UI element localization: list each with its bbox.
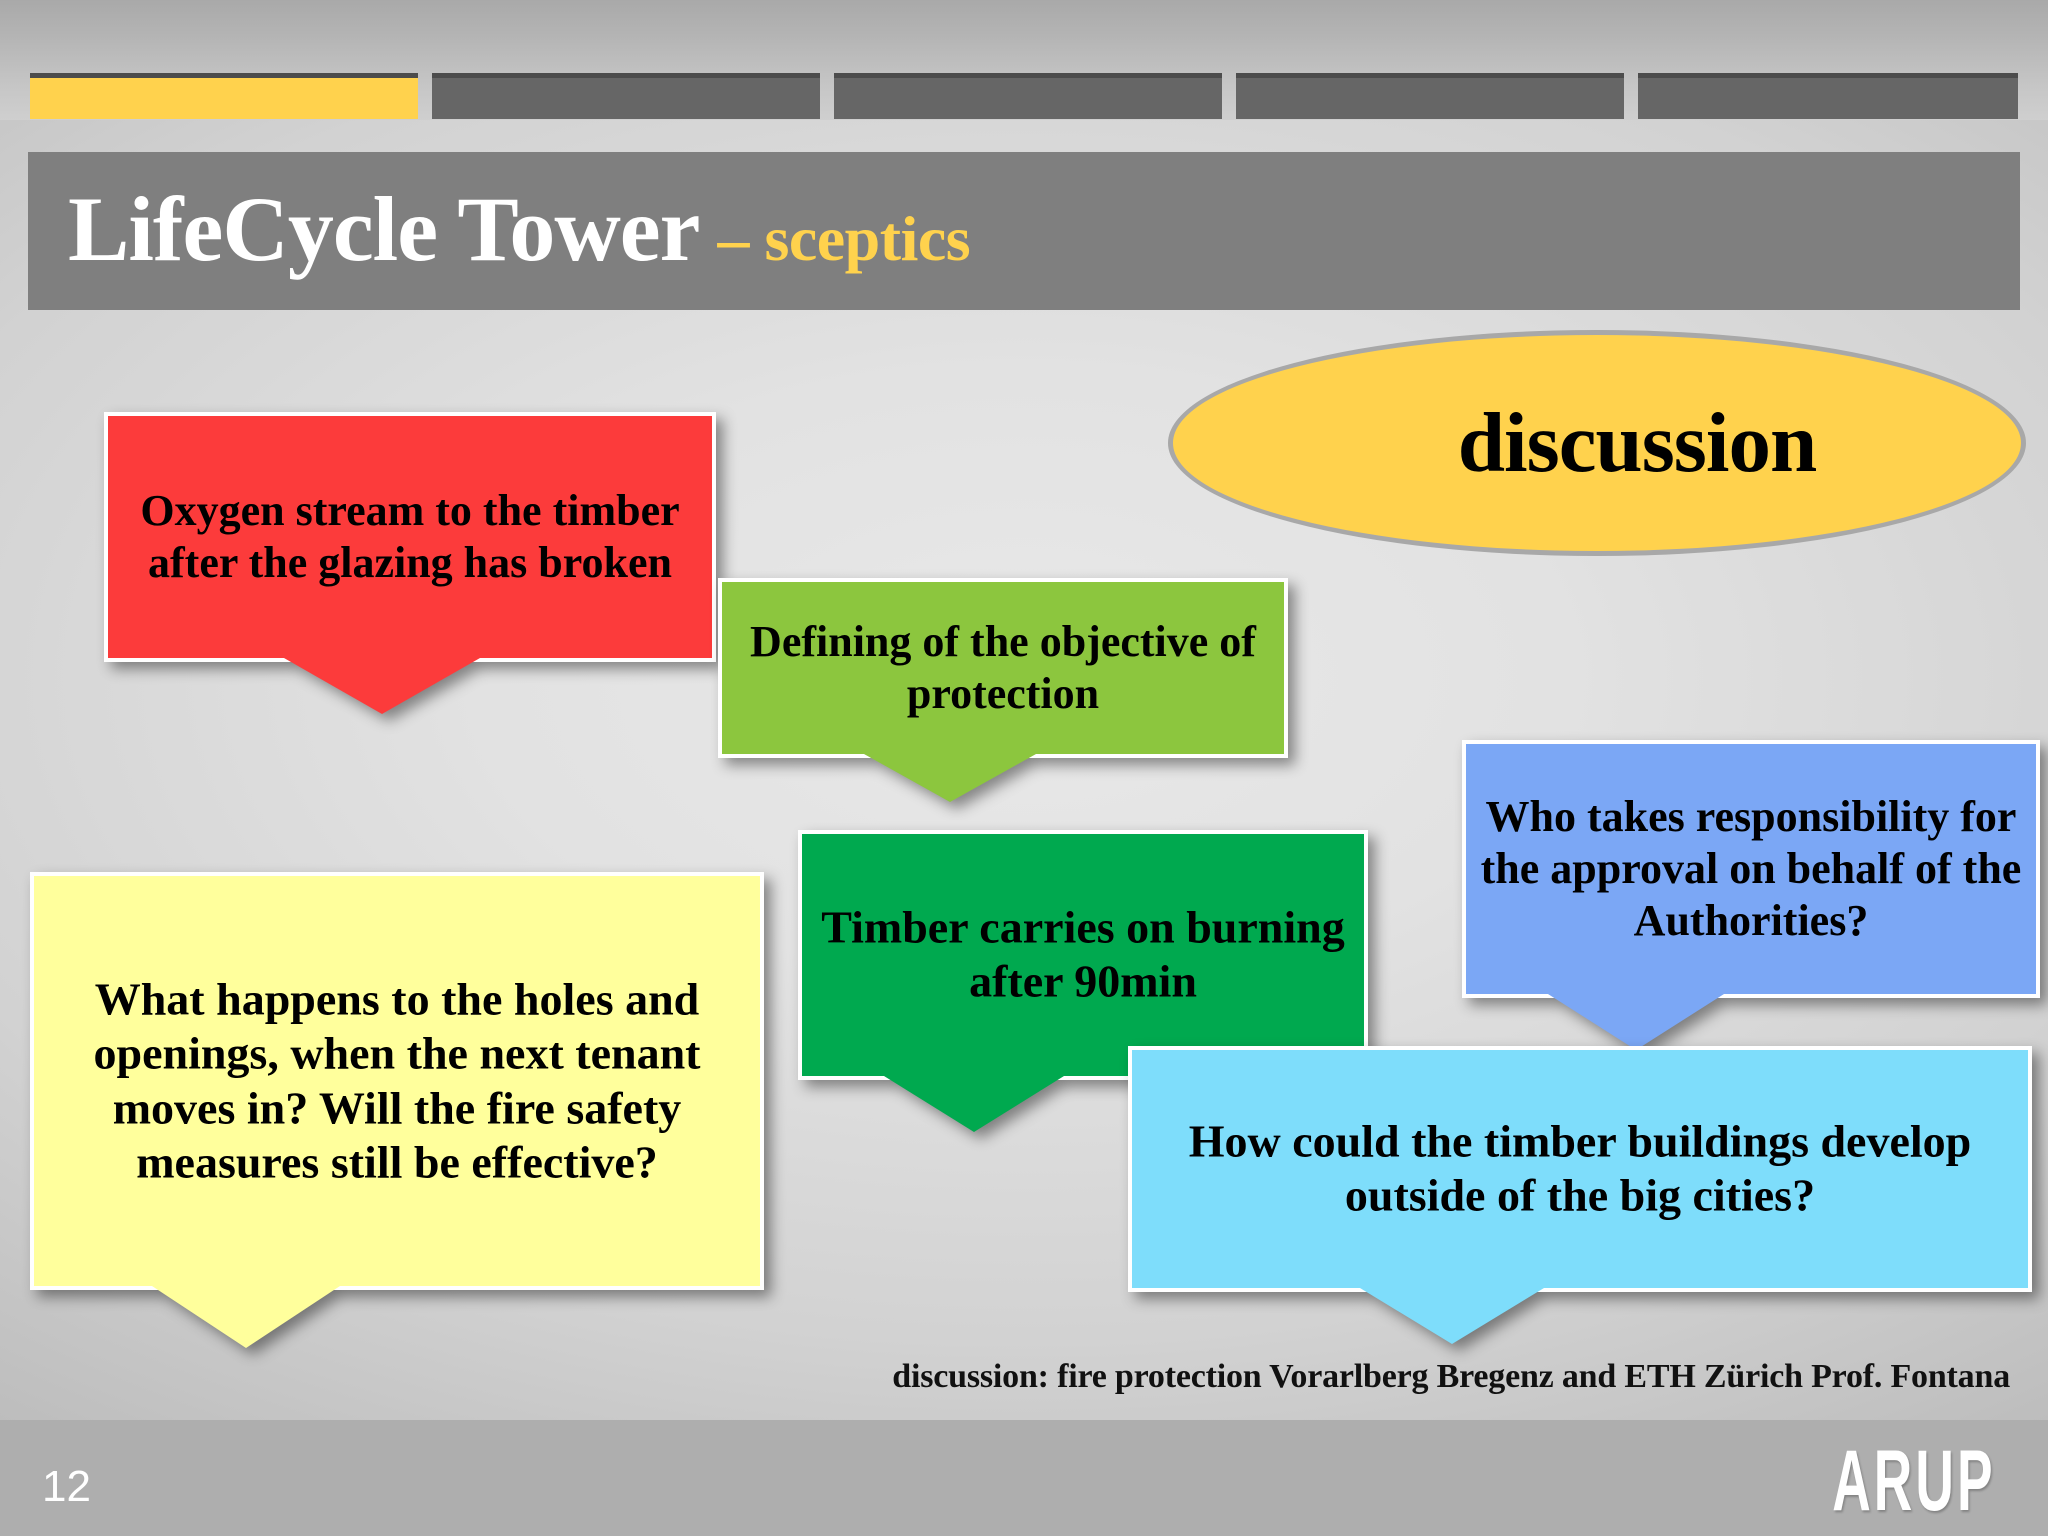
speech-bubble-develop: How could the timber buildings develop o… [1128, 1046, 2032, 1344]
speech-bubble-tail [884, 1076, 1064, 1132]
title-main-text: LifeCycle Tower [68, 178, 700, 281]
speech-bubble-tail [1360, 1288, 1544, 1344]
speech-bubble-holes: What happens to the holes and openings, … [30, 872, 764, 1348]
arup-logo: ARUP [1832, 1433, 1996, 1529]
speech-bubble-oxygen: Oxygen stream to the timber after the gl… [104, 412, 716, 714]
nav-segment-4[interactable] [1236, 73, 1624, 119]
nav-segment-5[interactable] [1638, 73, 2018, 119]
nav-segment-2[interactable] [432, 73, 820, 119]
discussion-ellipse: discussion [1168, 330, 2026, 556]
speech-bubble-timber-text: Timber carries on burning after 90min [821, 901, 1345, 1007]
speech-bubble-timber: Timber carries on burning after 90min [798, 830, 1368, 1132]
speech-bubble-who-text: Who takes responsibility for the approva… [1480, 792, 2022, 945]
speech-bubble-holes-text: What happens to the holes and openings, … [93, 973, 701, 1188]
discussion-label: discussion [1457, 396, 1818, 490]
speech-bubble-oxygen-text: Oxygen stream to the timber after the gl… [140, 486, 680, 587]
speech-bubble-defining: Defining of the objective of protection [718, 578, 1288, 802]
speech-bubble-tail [1548, 994, 1724, 1050]
speech-bubble-defining-text: Defining of the objective of protection [750, 617, 1256, 718]
speech-bubble-tail [284, 658, 480, 714]
title-subtitle-text: – sceptics [717, 203, 971, 275]
top-navigation-bar [0, 0, 2048, 120]
title-band: LifeCycle Tower– sceptics [28, 152, 2020, 310]
speech-bubble-tail [152, 1286, 340, 1348]
source-caption: discussion: fire protection Vorarlberg B… [892, 1358, 2010, 1395]
speech-bubble-who: Who takes responsibility for the approva… [1462, 740, 2040, 1050]
nav-segment-1[interactable] [30, 73, 418, 119]
page-title: LifeCycle Tower– sceptics [68, 183, 971, 275]
slide-footer: 12 ARUP [0, 1420, 2048, 1536]
page-number: 12 [42, 1462, 91, 1511]
speech-bubble-tail [864, 754, 1036, 802]
speech-bubble-develop-text: How could the timber buildings develop o… [1188, 1115, 1972, 1221]
nav-segment-3[interactable] [834, 73, 1222, 119]
